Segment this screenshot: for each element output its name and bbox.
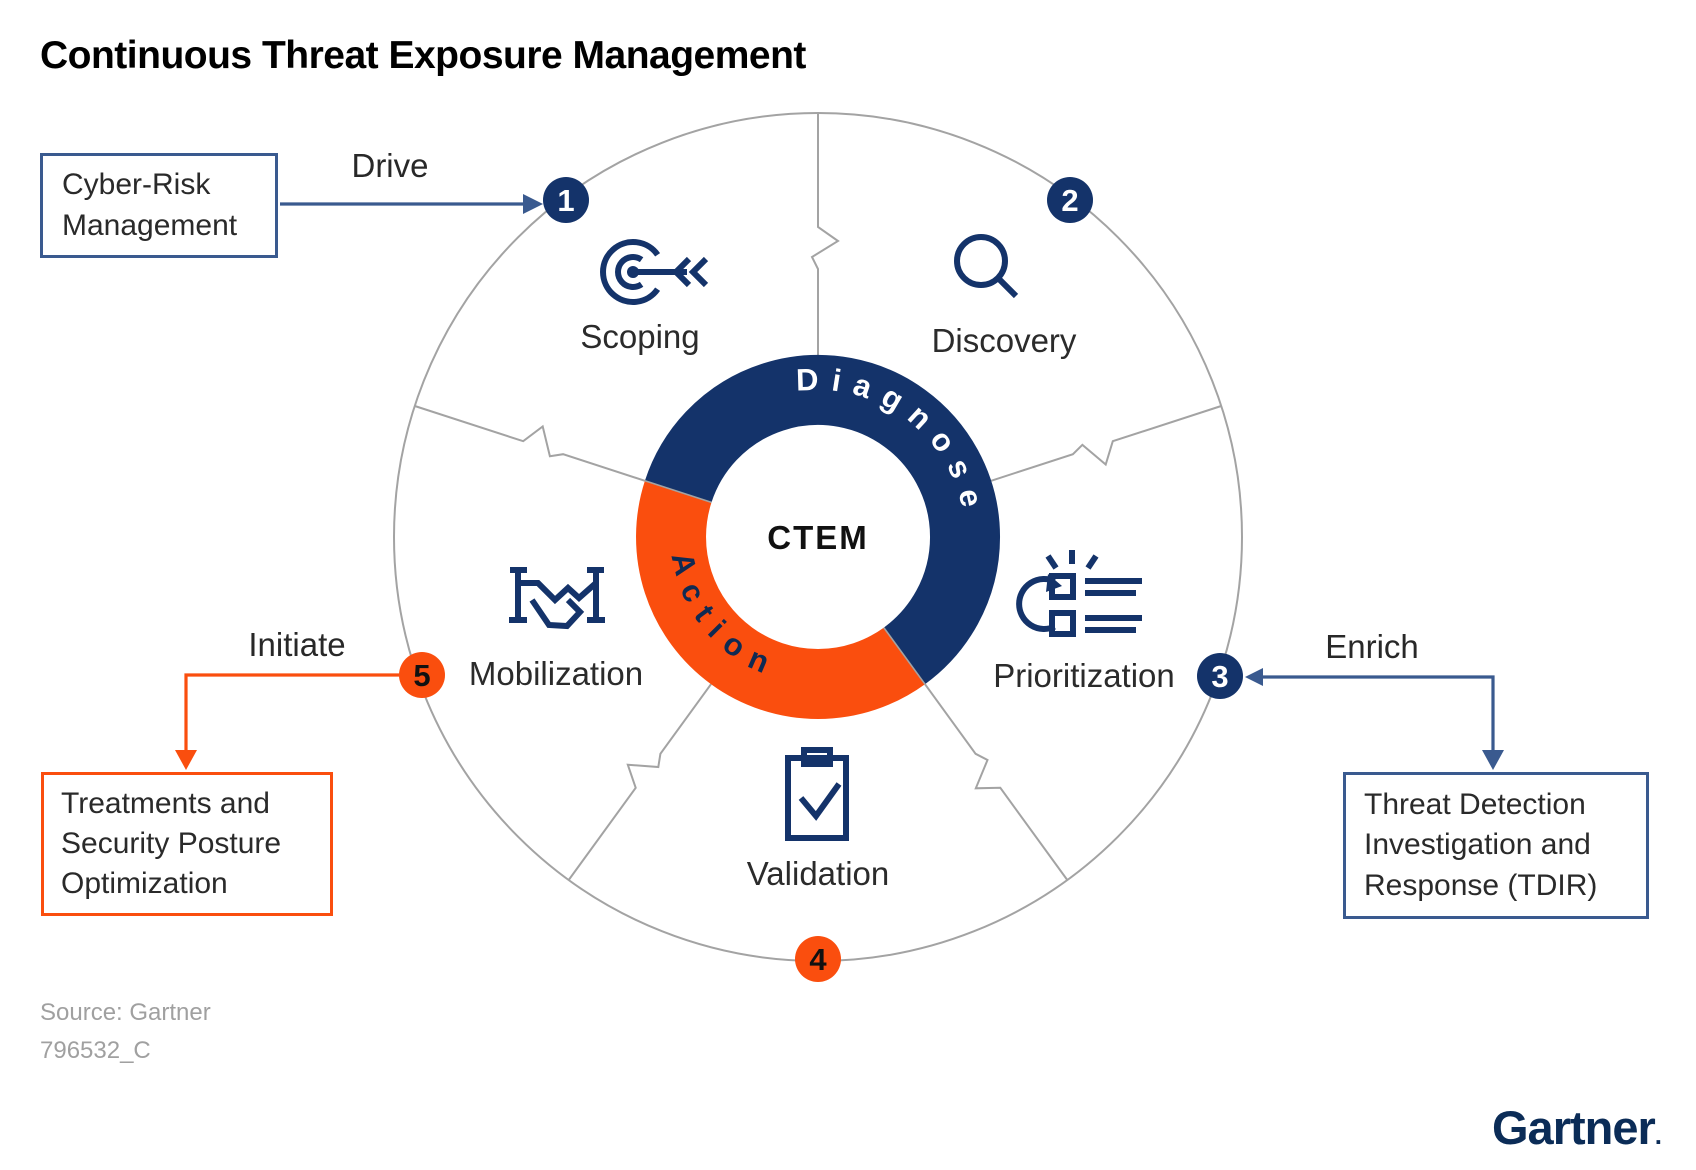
- spoke-top: [810, 113, 840, 355]
- initiate-label: Initiate: [248, 626, 345, 663]
- treatments-box: Treatments and Security Posture Optimiza…: [41, 772, 333, 916]
- spoke-lower-right: [924, 683, 1069, 881]
- gartner-logo: Gartner.: [1492, 1100, 1662, 1155]
- stage-label-mobilization: Mobilization: [469, 655, 643, 692]
- svg-text:3: 3: [1211, 659, 1228, 694]
- diagnose-arc: [644, 354, 1001, 685]
- ring-boundary-lower-right: [883, 627, 926, 685]
- spoke-lower-left: [567, 683, 712, 881]
- step-badge-3: 3: [1197, 653, 1243, 699]
- treatments-label: Treatments and Security Posture Optimiza…: [61, 786, 282, 901]
- svg-text:4: 4: [809, 942, 827, 977]
- action-arc: [636, 480, 925, 719]
- priority-list-icon: [1016, 550, 1142, 637]
- spoke-upper-left: [414, 405, 646, 482]
- enrich-arrow: [1245, 668, 1504, 770]
- step-badge-2: 2: [1047, 177, 1093, 223]
- tdir-label: Threat Detection Investigation and Respo…: [1364, 788, 1598, 902]
- target-arrow-icon: [600, 239, 709, 305]
- gartner-logo-text: Gartner: [1492, 1101, 1656, 1154]
- step-badge-4: 4: [795, 936, 841, 982]
- registered-mark: .: [1654, 1120, 1662, 1150]
- handshake-icon: [509, 567, 605, 630]
- svg-text:5: 5: [413, 658, 430, 693]
- tdir-box: Threat Detection Investigation and Respo…: [1343, 772, 1649, 919]
- step-badge-1: 1: [543, 177, 589, 223]
- stage-label-validation: Validation: [747, 855, 890, 892]
- spoke-upper-right: [990, 405, 1222, 482]
- stage-label-prioritization: Prioritization: [993, 657, 1175, 694]
- magnifier-icon: [954, 234, 1019, 299]
- doc-id: 796532_C: [40, 1037, 151, 1064]
- enrich-label: Enrich: [1325, 628, 1419, 665]
- drive-arrow: [280, 194, 543, 214]
- cyber-risk-management-box: Cyber-Risk Management: [40, 153, 278, 258]
- cyber-risk-management-label: Cyber-Risk Management: [62, 168, 238, 242]
- step-badge-5: 5: [399, 652, 445, 698]
- initiate-arrow: [175, 673, 399, 770]
- ctem-hub-label: CTEM: [767, 519, 869, 556]
- page-title: Continuous Threat Exposure Management: [40, 34, 806, 77]
- svg-text:2: 2: [1061, 183, 1078, 218]
- drive-label: Drive: [351, 147, 428, 184]
- ring-boundary-upper-left: [644, 480, 712, 504]
- svg-text:1: 1: [557, 183, 574, 218]
- clipboard-check-icon: [785, 747, 849, 841]
- source-note: Source: Gartner: [40, 999, 211, 1026]
- stage-label-scoping: Scoping: [580, 318, 699, 355]
- stage-label-discovery: Discovery: [932, 322, 1077, 359]
